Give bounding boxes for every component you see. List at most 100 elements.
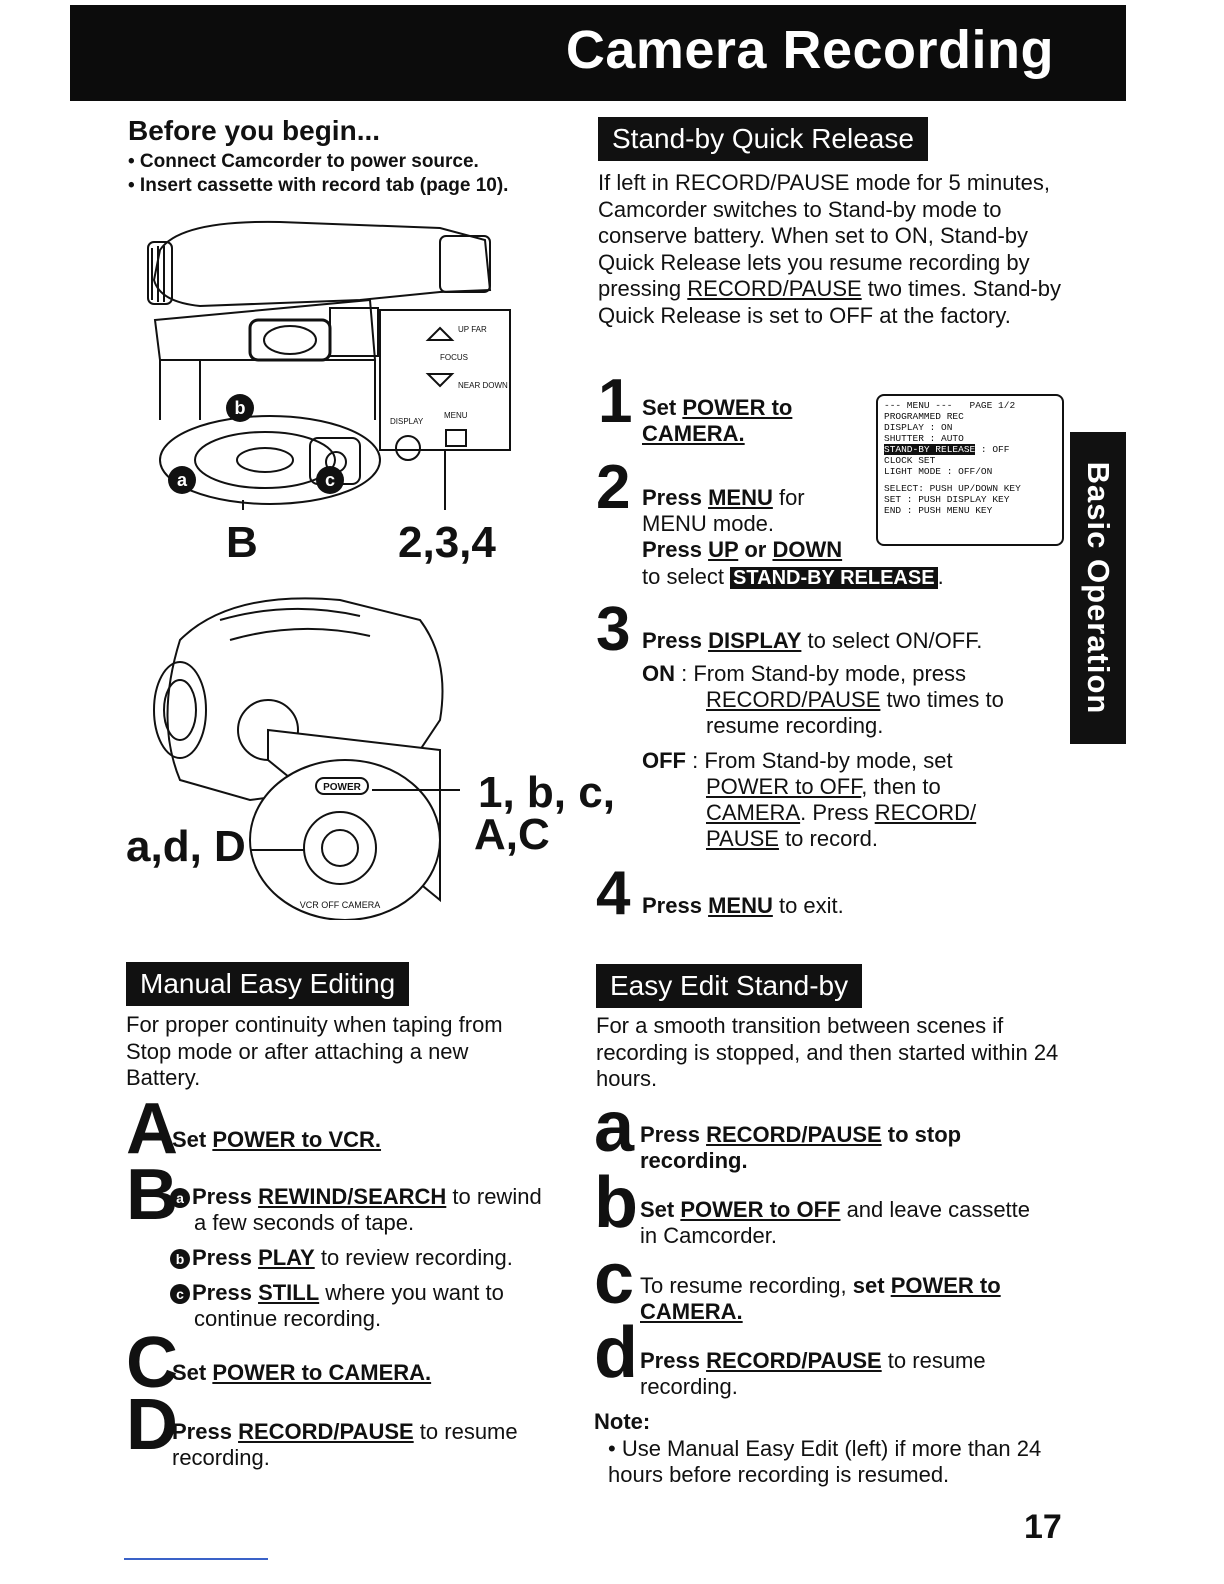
manual-step-Bc-line-2: continue recording.: [194, 1306, 382, 1331]
easy-step-b-text: Set POWER to OFF and leave cassette: [640, 1197, 1030, 1223]
step-2-post: for: [772, 485, 805, 510]
easy-d-pre: Press: [640, 1348, 707, 1373]
illus-label-1bc: 1, b, c,: [478, 768, 615, 817]
menu-foot-row: SET : PUSH DISPLAY KEY: [884, 494, 1010, 505]
step-2-pre: Press: [642, 485, 709, 510]
manual-step-C-letter: C: [126, 1323, 178, 1403]
manual-step-C-text: Set POWER to CAMERA.: [172, 1360, 431, 1386]
step-3-post: to select ON/OFF.: [801, 628, 983, 653]
manual-Ba-pre: Press: [192, 1184, 259, 1209]
on-option-line-3: resume recording.: [706, 713, 884, 738]
step-3-display: DISPLAY: [708, 628, 802, 653]
menu-foot-row: SELECT: PUSH UP/DOWN KEY: [884, 483, 1021, 494]
easy-step-d-line-2: recording.: [640, 1374, 738, 1399]
easy-a-record-pause: RECORD/PAUSE: [706, 1122, 882, 1147]
manual-Bc-post: where you want to: [319, 1280, 504, 1305]
illus-label-AC: A,C: [474, 810, 550, 859]
manual-step-Ba-line-2: a few seconds of tape.: [194, 1210, 415, 1235]
manual-Bb-pre: Press: [192, 1245, 259, 1270]
manual-A-power-vcr: POWER to VCR.: [212, 1127, 382, 1152]
easy-step-c-text: To resume recording, set POWER to: [640, 1273, 1001, 1299]
page-header-banner: Camera Recording: [70, 5, 1126, 101]
manual-step-D-line-2: recording.: [172, 1445, 270, 1470]
standby-intro: If left in RECORD/PAUSE mode for 5 minut…: [598, 170, 1068, 329]
step-3-number: 3: [596, 595, 631, 664]
off-power-off: POWER to OFF: [706, 774, 862, 799]
section-side-tab: Basic Operation: [1070, 432, 1126, 744]
step-2-menu: MENU: [708, 485, 773, 510]
menu-row: PROGRAMMED REC: [884, 411, 964, 422]
menu-row-highlight: STAND-BY RELEASE: [884, 444, 976, 455]
standby-intro-text-2: two times. Stand-by Quick Release is set…: [598, 276, 1061, 328]
manual-C-power-camera: POWER to CAMERA.: [212, 1360, 432, 1385]
illus-label-adD: a,d, D: [126, 822, 246, 871]
footer-rule: [124, 1558, 268, 1560]
substep-a-badge: a: [170, 1188, 190, 1208]
step-2-line-1: Press MENU for: [642, 485, 805, 511]
manual-C-pre: Set: [172, 1360, 213, 1385]
standby-intro-text: If left in RECORD/PAUSE mode for 5 minut…: [598, 170, 1050, 301]
step-2-standby-release-highlight: STAND-BY RELEASE: [730, 567, 938, 589]
camcorder-top-illustration: b a c UP FAR FOCUS NEAR DOWN DISPLAY MEN…: [147, 220, 511, 510]
off-text-1: From Stand-by mode, set: [704, 748, 953, 773]
panel-focus-label: FOCUS: [440, 353, 468, 362]
panel-display-label: DISPLAY: [390, 417, 424, 426]
panel-menu-label: MENU: [444, 411, 468, 420]
off-pause: PAUSE: [706, 826, 779, 851]
step-2-down: DOWN: [772, 537, 843, 562]
step-2-b-pre: Press: [642, 537, 709, 562]
easy-d-post: to resume: [881, 1348, 986, 1373]
step-2-select-post: .: [937, 564, 944, 589]
off-record: RECORD/: [874, 800, 977, 825]
easy-b-power-off: POWER to OFF: [680, 1197, 841, 1222]
note-text: • Use Manual Easy Edit (left) if more th…: [608, 1436, 1042, 1487]
manual-step-D-text: Press RECORD/PAUSE to resume: [172, 1419, 518, 1445]
before-heading: Before you begin...: [128, 115, 381, 146]
manual-heading: Manual Easy Editing: [126, 962, 410, 1006]
off-option-line-3: CAMERA. Press RECORD/: [706, 800, 976, 826]
standby-intro-record-pause: RECORD/PAUSE: [687, 276, 862, 301]
substep-c-badge: c: [170, 1284, 190, 1304]
off-label: OFF: [642, 748, 686, 773]
step-3-pre: Press: [642, 628, 709, 653]
dial-positions-label: VCR OFF CAMERA: [300, 900, 381, 910]
step-4-pre: Press: [642, 893, 709, 918]
manual-D-pre: Press: [172, 1419, 239, 1444]
manual-Ba-rewind: REWIND/SEARCH: [258, 1184, 447, 1209]
on-label: ON: [642, 661, 675, 686]
on-record-pause: RECORD/PAUSE: [706, 687, 881, 712]
on-colon: :: [675, 661, 694, 686]
dial-power-label: POWER: [323, 782, 362, 793]
panel-near-label: NEAR DOWN: [458, 381, 508, 390]
easy-d-record-pause: RECORD/PAUSE: [706, 1348, 882, 1373]
easy-step-d-text: Press RECORD/PAUSE to resume: [640, 1348, 986, 1374]
before-item: • Connect Camcorder to power source.: [128, 151, 479, 172]
off-option: OFF : From Stand-by mode, set: [642, 748, 953, 774]
step-2-select-pre: to select: [642, 564, 731, 589]
step-1-text: Set POWER to CAMERA.: [642, 395, 832, 447]
easy-b-post: and leave cassette: [840, 1197, 1031, 1222]
step-1-number: 1: [598, 367, 633, 436]
easy-step-c-letter: c: [594, 1239, 635, 1319]
easy-intro: For a smooth transition between scenes i…: [596, 1013, 1059, 1091]
easy-c-pre: To resume recording,: [640, 1273, 853, 1298]
off-text-4: to record.: [778, 826, 878, 851]
page-number: 17: [1024, 1508, 1062, 1546]
easy-step-c-line-2: CAMERA.: [640, 1299, 743, 1324]
manual-D-post: to resume: [413, 1419, 518, 1444]
note-label: Note:: [594, 1409, 651, 1434]
off-text-3: . Press: [800, 800, 875, 825]
standby-heading: Stand-by Quick Release: [598, 117, 928, 161]
before-item: • Insert cassette with record tab (page …: [128, 175, 509, 196]
step-1-pre: Set: [642, 395, 683, 420]
camcorder-side-illustration: POWER VCR OFF CAMERA: [153, 597, 460, 920]
step-2-or: or: [738, 537, 773, 562]
menu-row: SHUTTER : AUTO: [884, 433, 964, 444]
menu-page: PAGE 1/2: [969, 400, 1016, 411]
step-2-number: 2: [596, 453, 631, 522]
easy-step-a-line-2: recording.: [640, 1148, 748, 1173]
manual-intro: For proper continuity when taping from S…: [126, 1012, 503, 1090]
panel-up-label: UP FAR: [458, 325, 487, 334]
